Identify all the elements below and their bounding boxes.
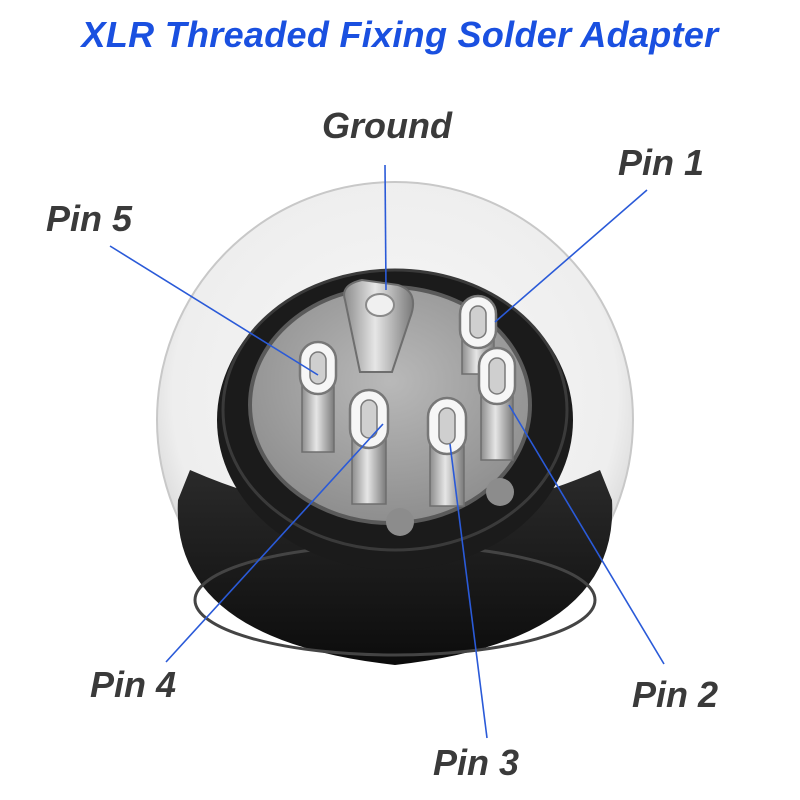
leader-pin5 (109, 245, 319, 376)
pin-3-terminal (426, 396, 468, 507)
label-pin-1: Pin 1 (618, 142, 705, 183)
label-pin-3: Pin 3 (433, 742, 520, 783)
insert-bump (386, 508, 414, 536)
pin-5-terminal (298, 340, 338, 453)
leader-pin4 (165, 423, 384, 663)
label-pin-4: Pin 4 (90, 664, 177, 705)
label-ground: Ground (322, 105, 452, 146)
leader-ground (384, 164, 387, 291)
body-highlight (221, 268, 569, 552)
label-pin-2: Pin 2 (632, 674, 719, 715)
leader-pin2 (508, 404, 665, 665)
pin-4-terminal (348, 388, 390, 505)
leader-pin3 (449, 443, 488, 739)
leader-pin1 (494, 189, 648, 323)
insert-bump (486, 478, 514, 506)
diagram-title: XLR Threaded Fixing Solder Adapter (81, 14, 719, 55)
label-pin-5: Pin 5 (46, 198, 133, 239)
ground-tab (343, 278, 414, 373)
pin-2-terminal (477, 346, 517, 461)
